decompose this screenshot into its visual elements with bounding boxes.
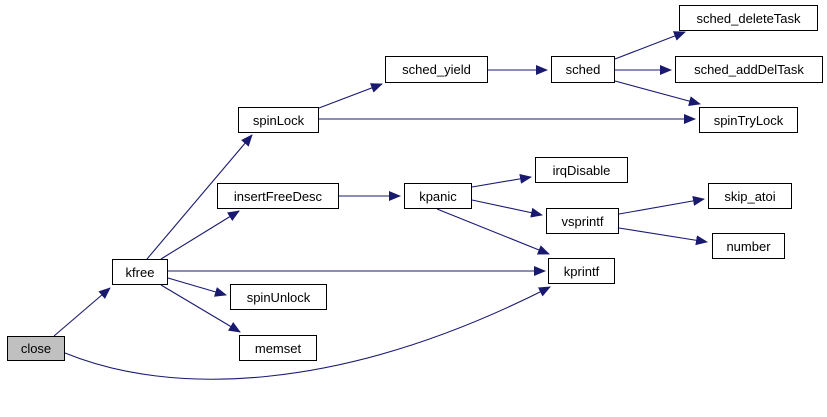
edge-kfree-insertFreeDesc xyxy=(160,210,240,260)
node-label-kfree: kfree xyxy=(125,264,155,280)
node-sched[interactable]: sched xyxy=(551,56,615,83)
edge-sched-spinTryLock xyxy=(614,80,701,106)
node-label-insertFreeDesc: insertFreeDesc xyxy=(233,188,323,204)
edge-kfree-memset xyxy=(160,284,241,333)
node-label-vsprintf: vsprintf xyxy=(561,213,604,229)
node-skip_atoi[interactable]: skip_atoi xyxy=(708,183,792,209)
edge-kfree-spinUnlock xyxy=(167,277,227,297)
node-label-number: number xyxy=(726,238,771,254)
node-memset[interactable]: memset xyxy=(239,335,317,361)
node-label-sched_addDelTask: sched_addDelTask xyxy=(694,62,804,77)
edge-kpanic-vsprintf xyxy=(471,199,543,218)
node-spinLock[interactable]: spinLock xyxy=(238,107,319,133)
edge-sched-sched_deleteTask xyxy=(614,31,686,60)
node-sched_yield[interactable]: sched_yield xyxy=(385,56,488,83)
node-label-memset: memset xyxy=(254,340,302,356)
node-irqDisable[interactable]: irqDisable xyxy=(535,157,628,183)
node-kpanic[interactable]: kpanic xyxy=(404,183,472,209)
edge-kpanic-kprintf xyxy=(436,208,550,255)
node-number[interactable]: number xyxy=(712,233,785,259)
edge-kpanic-irqDisable xyxy=(471,173,532,188)
node-label-kprintf: kprintf xyxy=(563,263,600,279)
node-label-close: close xyxy=(20,341,52,356)
node-close: close xyxy=(7,336,65,361)
edge-close-kprintf xyxy=(64,286,551,380)
node-label-sched_deleteTask: sched_deleteTask xyxy=(696,10,801,26)
node-vsprintf[interactable]: vsprintf xyxy=(546,208,619,234)
node-spinTryLock[interactable]: spinTryLock xyxy=(699,107,798,133)
node-label-irqDisable: irqDisable xyxy=(552,162,611,178)
node-label-kpanic: kpanic xyxy=(419,188,457,204)
edge-spinLock-sched_yield xyxy=(318,83,383,109)
node-label-spinTryLock: spinTryLock xyxy=(713,112,784,128)
node-label-sched_yield: sched_yield xyxy=(402,62,471,77)
edge-kfree-spinLock xyxy=(146,134,253,260)
node-kprintf[interactable]: kprintf xyxy=(548,258,615,284)
node-kfree[interactable]: kfree xyxy=(112,259,168,285)
node-label-spinUnlock: spinUnlock xyxy=(246,289,311,305)
node-label-sched: sched xyxy=(565,62,601,77)
edge-vsprintf-number xyxy=(618,227,708,246)
node-spinUnlock[interactable]: spinUnlock xyxy=(230,284,327,310)
node-sched_deleteTask[interactable]: sched_deleteTask xyxy=(679,5,818,31)
node-label-skip_atoi: skip_atoi xyxy=(724,188,776,204)
edge-close-kfree xyxy=(53,287,111,337)
node-label-spinLock: spinLock xyxy=(252,112,305,128)
node-insertFreeDesc[interactable]: insertFreeDesc xyxy=(217,183,339,209)
edge-vsprintf-skip_atoi xyxy=(618,195,705,215)
node-sched_addDelTask[interactable]: sched_addDelTask xyxy=(675,56,823,83)
